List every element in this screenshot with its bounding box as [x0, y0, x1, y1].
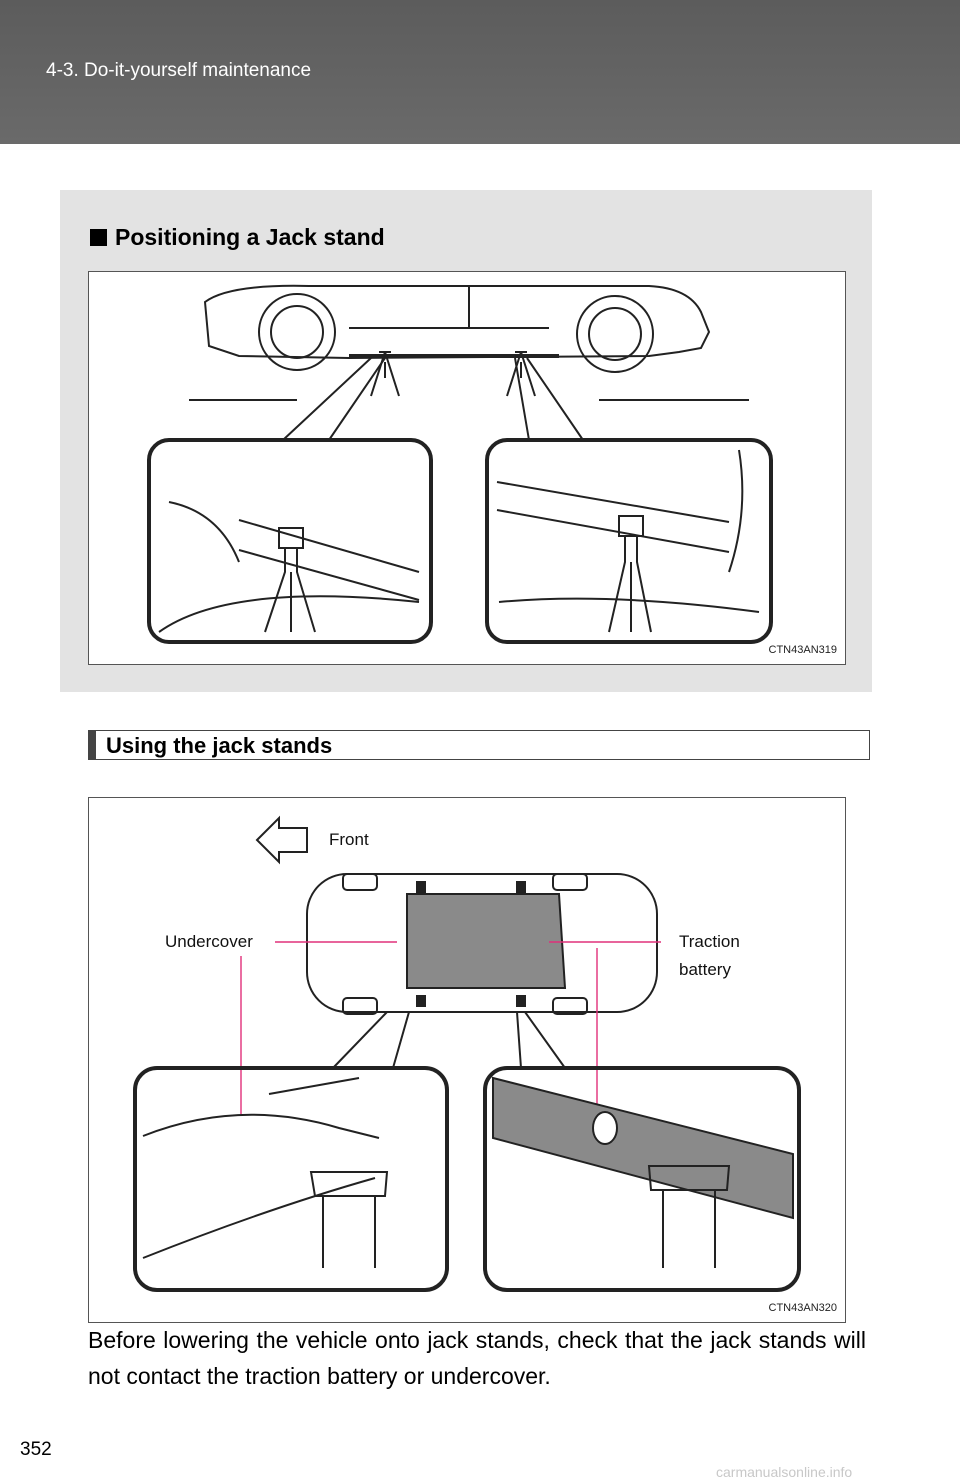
- subsection-heading: Using the jack stands: [88, 730, 870, 760]
- vehicle-top-illustration: [133, 815, 801, 1292]
- traction-battery-label-line1: Traction: [679, 932, 740, 951]
- box-title: Positioning a Jack stand: [90, 224, 385, 251]
- jack-stand-top-view-figure: Front Undercover Traction battery CTN43A…: [88, 797, 846, 1323]
- watermark: carmanualsonline.info: [716, 1464, 853, 1480]
- page-number: 352: [20, 1439, 52, 1460]
- figure-code: CTN43AN319: [768, 644, 837, 656]
- front-arrow-icon: [255, 815, 308, 865]
- section-title: 4-3. Do-it-yourself maintenance: [46, 60, 312, 81]
- page-header: 4-3. Do-it-yourself maintenance: [0, 0, 960, 144]
- traction-battery-label-line2: battery: [679, 960, 731, 979]
- square-bullet-icon: [90, 229, 107, 246]
- figure-code: CTN43AN320: [768, 1302, 837, 1314]
- undercover-label: Undercover: [165, 932, 253, 951]
- subsection-title: Using the jack stands: [106, 733, 333, 758]
- jack-stand-position-figure: CTN43AN319: [88, 271, 846, 665]
- vehicle-side-illustration: [147, 284, 773, 644]
- front-label: Front: [329, 830, 369, 849]
- body-paragraph: Before lowering the vehicle onto jack st…: [88, 1327, 866, 1389]
